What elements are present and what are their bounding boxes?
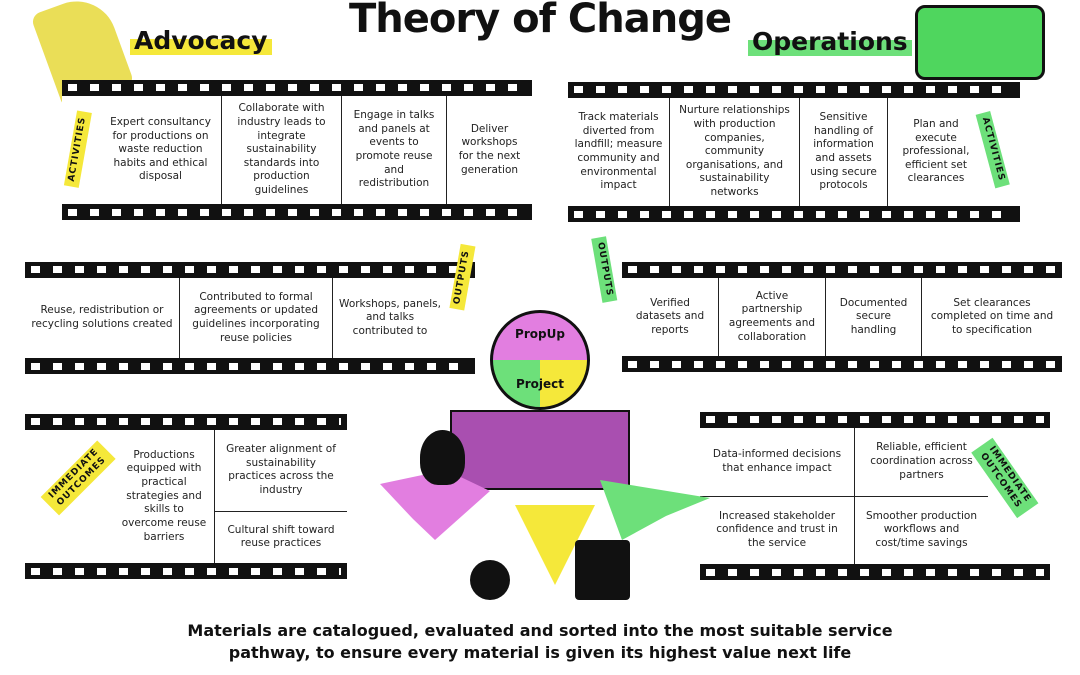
top-hat-icon <box>575 540 630 600</box>
guitar-icon <box>470 560 510 600</box>
operations-outputs-strip: Verified datasets and reports Active par… <box>622 262 1062 372</box>
operations-activities-strip: Track materials diverted from landfill; … <box>568 82 1020 222</box>
advocacy-outcome: Greater alignment of sustainability prac… <box>215 430 347 512</box>
operations-activity: Sensitive handling of information and as… <box>800 98 888 206</box>
advocacy-outcomes-strip: Productions equipped with practical stra… <box>25 414 347 579</box>
operations-outputs-label: OUTPUTS <box>591 236 618 303</box>
logo-text: Project <box>515 377 565 391</box>
operations-activity: Nurture relationships with production co… <box>670 98 800 206</box>
operations-outcome: Reliable, efficient coordination across … <box>855 428 988 497</box>
propup-logo: PropUp Project <box>490 310 590 410</box>
warehouse-illustration <box>450 410 630 490</box>
advocacy-activity: Deliver workshops for the next generatio… <box>458 122 521 176</box>
operations-outcomes-strip: Data-informed decisions that enhance imp… <box>700 412 1050 580</box>
advocacy-activity: Expert consultancy for productions on wa… <box>62 96 222 204</box>
operations-output: Active partnership agreements and collab… <box>719 278 826 356</box>
advocacy-outcome: Cultural shift toward reuse practices <box>227 523 335 550</box>
caption-line: Materials are catalogued, evaluated and … <box>187 621 893 640</box>
caption-line: pathway, to ensure every material is giv… <box>228 643 852 663</box>
operations-output: Documented secure handling <box>826 278 922 356</box>
operations-output: Verified datasets and reports <box>622 278 719 356</box>
advocacy-activities-strip: Expert consultancy for productions on wa… <box>62 80 532 220</box>
advocacy-output: Reuse, redistribution or recycling solut… <box>25 278 180 358</box>
operations-outcome: Increased stakeholder confidence and tru… <box>716 509 838 550</box>
advocacy-outputs-strip: Reuse, redistribution or recycling solut… <box>25 262 475 374</box>
operations-outcome: Smoother production workflows and cost/t… <box>865 509 977 550</box>
advocacy-activity: Collaborate with industry leads to integ… <box>222 96 342 204</box>
operations-output: Set clearances completed on time and to … <box>930 296 1054 336</box>
footer-caption: Materials are catalogued, evaluated and … <box>0 620 1080 665</box>
operations-heading: Operations <box>748 27 912 56</box>
page-title: Theory of Change <box>349 0 732 42</box>
advocacy-heading: Advocacy <box>130 26 272 55</box>
advocacy-outcome: Productions equipped with practical stra… <box>25 430 215 563</box>
advocacy-output: Workshops, panels, and talks contributed… <box>339 297 441 337</box>
teddy-bear-icon <box>420 430 465 485</box>
operations-activity: Plan and execute professional, efficient… <box>902 117 970 185</box>
truck-icon <box>915 5 1045 80</box>
green-arrow-icon <box>600 480 710 540</box>
operations-outcome: Data-informed decisions that enhance imp… <box>700 428 854 497</box>
advocacy-output: Contributed to formal agreements or upda… <box>180 278 333 358</box>
logo-text: PropUp <box>515 327 565 341</box>
operations-activity: Track materials diverted from landfill; … <box>568 98 670 206</box>
advocacy-activity: Engage in talks and panels at events to … <box>342 96 447 204</box>
